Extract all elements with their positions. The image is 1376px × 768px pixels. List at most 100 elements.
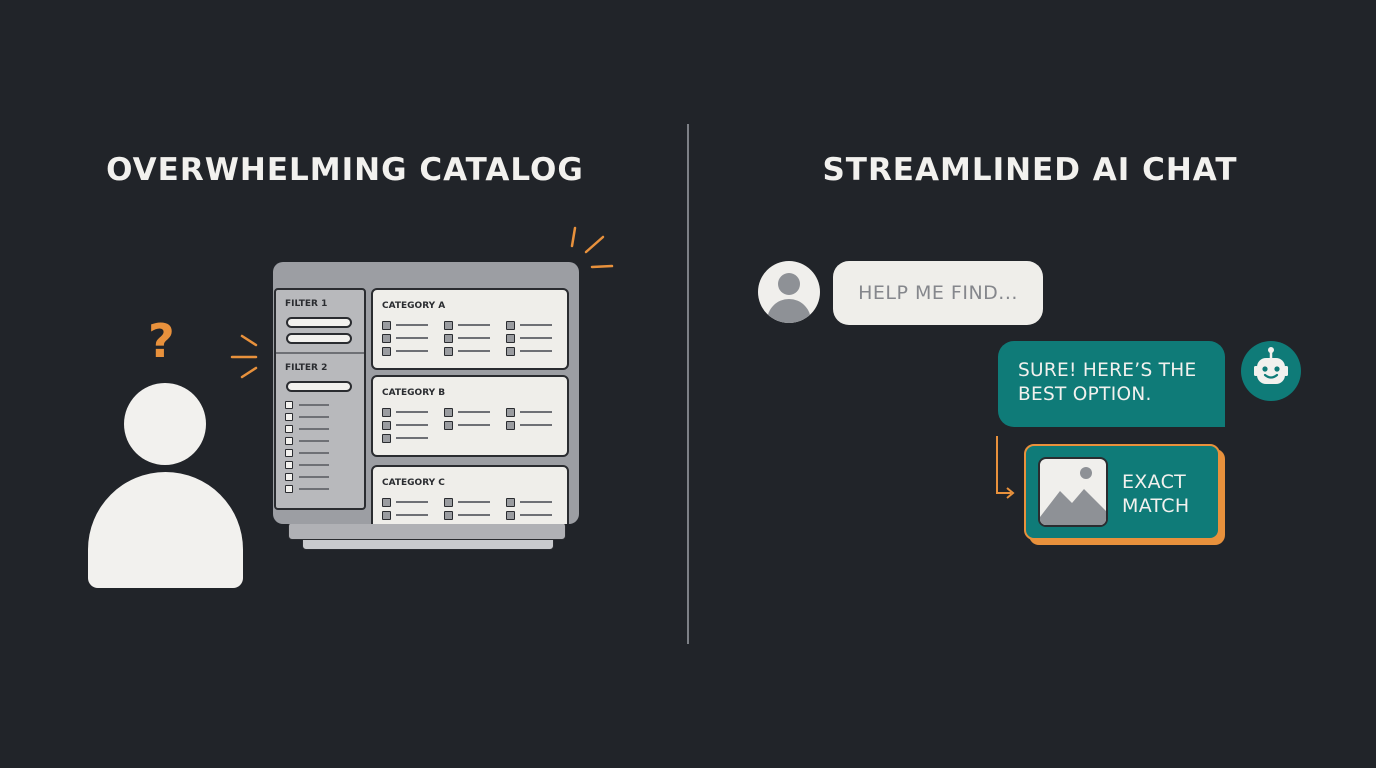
match-label: EXACT MATCH xyxy=(1122,470,1189,518)
catalog-item[interactable] xyxy=(506,347,556,356)
item-checkbox[interactable] xyxy=(382,321,391,330)
item-checkbox[interactable] xyxy=(506,347,515,356)
catalog-item[interactable] xyxy=(382,421,432,430)
arrow-icon xyxy=(996,436,1015,499)
item-label-line xyxy=(396,350,428,352)
item-label-line xyxy=(520,501,552,503)
person-head xyxy=(124,383,206,465)
checkbox-label-line xyxy=(299,452,329,454)
item-checkbox[interactable] xyxy=(444,498,453,507)
user-message-bubble: HELP ME FIND... xyxy=(833,261,1043,325)
filter-1-input[interactable] xyxy=(286,317,352,328)
item-label-line xyxy=(520,350,552,352)
user-avatar-body xyxy=(767,299,811,323)
item-checkbox[interactable] xyxy=(506,408,515,417)
exact-match-card[interactable]: EXACT MATCH xyxy=(1024,444,1220,540)
item-checkbox[interactable] xyxy=(444,347,453,356)
person-body xyxy=(88,472,243,588)
catalog-item[interactable] xyxy=(444,498,494,507)
catalog-item[interactable] xyxy=(506,511,556,520)
item-checkbox[interactable] xyxy=(506,511,515,520)
category-c-card[interactable]: CATEGORY C xyxy=(371,465,569,524)
filter-1-label: FILTER 1 xyxy=(285,299,328,309)
checkbox-box[interactable] xyxy=(285,461,293,469)
catalog-item[interactable] xyxy=(382,408,432,417)
checkbox-box[interactable] xyxy=(285,485,293,493)
item-label-line xyxy=(520,337,552,339)
question-mark-icon: ? xyxy=(148,314,175,368)
catalog-item[interactable] xyxy=(382,334,432,343)
catalog-item[interactable] xyxy=(506,321,556,330)
catalog-item[interactable] xyxy=(444,347,494,356)
user-avatar-icon xyxy=(758,261,820,323)
item-checkbox[interactable] xyxy=(444,408,453,417)
checkbox-box[interactable] xyxy=(285,473,293,481)
checkbox-box[interactable] xyxy=(285,401,293,409)
category-b-card[interactable]: CATEGORY B xyxy=(371,375,569,457)
user-avatar-head xyxy=(778,273,800,295)
catalog-item[interactable] xyxy=(382,434,432,443)
robot-face-icon xyxy=(1254,347,1288,384)
item-checkbox[interactable] xyxy=(444,334,453,343)
category-a-title: CATEGORY A xyxy=(382,301,446,311)
item-checkbox[interactable] xyxy=(382,408,391,417)
catalog-item[interactable] xyxy=(444,511,494,520)
sidebar-separator xyxy=(276,352,364,354)
item-label-line xyxy=(520,424,552,426)
catalog-item[interactable] xyxy=(382,347,432,356)
catalog-item[interactable] xyxy=(382,511,432,520)
catalog-item[interactable] xyxy=(506,498,556,507)
category-a-card[interactable]: CATEGORY A xyxy=(371,288,569,370)
filter-checkbox[interactable] xyxy=(285,485,335,493)
item-checkbox[interactable] xyxy=(382,334,391,343)
catalog-item[interactable] xyxy=(506,421,556,430)
item-checkbox[interactable] xyxy=(382,421,391,430)
item-checkbox[interactable] xyxy=(506,321,515,330)
item-checkbox[interactable] xyxy=(382,511,391,520)
catalog-item[interactable] xyxy=(444,408,494,417)
catalog-item[interactable] xyxy=(506,334,556,343)
filter-1-input-2[interactable] xyxy=(286,333,352,344)
item-checkbox[interactable] xyxy=(506,498,515,507)
item-checkbox[interactable] xyxy=(444,511,453,520)
stress-lines-left-icon xyxy=(230,334,258,379)
catalog-item[interactable] xyxy=(382,498,432,507)
item-checkbox[interactable] xyxy=(506,421,515,430)
item-checkbox[interactable] xyxy=(382,498,391,507)
item-checkbox[interactable] xyxy=(506,334,515,343)
filter-checkbox[interactable] xyxy=(285,401,335,409)
catalog-item[interactable] xyxy=(444,334,494,343)
catalog-item[interactable] xyxy=(382,321,432,330)
filter-checkbox[interactable] xyxy=(285,425,335,433)
category-c-title: CATEGORY C xyxy=(382,478,445,488)
right-title: STREAMLINED AI CHAT xyxy=(822,152,1238,188)
filter-checkbox[interactable] xyxy=(285,413,335,421)
mountain-image-icon xyxy=(1040,467,1106,525)
item-checkbox[interactable] xyxy=(444,321,453,330)
item-checkbox[interactable] xyxy=(382,347,391,356)
catalog-item[interactable] xyxy=(444,321,494,330)
robot-icon xyxy=(1241,341,1301,401)
catalog-item[interactable] xyxy=(506,408,556,417)
filter-2-input[interactable] xyxy=(286,381,352,392)
checkbox-box[interactable] xyxy=(285,437,293,445)
item-label-line xyxy=(396,514,428,516)
checkbox-box[interactable] xyxy=(285,425,293,433)
filter-checkbox[interactable] xyxy=(285,473,335,481)
checkbox-box[interactable] xyxy=(285,449,293,457)
item-checkbox[interactable] xyxy=(382,434,391,443)
item-label-line xyxy=(396,424,428,426)
catalog-item[interactable] xyxy=(444,421,494,430)
item-label-line xyxy=(458,350,490,352)
checkbox-box[interactable] xyxy=(285,413,293,421)
item-label-line xyxy=(458,501,490,503)
item-label-line xyxy=(396,324,428,326)
filter-checkbox[interactable] xyxy=(285,449,335,457)
item-checkbox[interactable] xyxy=(444,421,453,430)
filter-checkbox[interactable] xyxy=(285,437,335,445)
match-label-line-2: MATCH xyxy=(1122,495,1190,517)
item-label-line xyxy=(458,424,490,426)
filter-checkbox[interactable] xyxy=(285,461,335,469)
checkbox-label-line xyxy=(299,476,329,478)
item-label-line xyxy=(458,324,490,326)
